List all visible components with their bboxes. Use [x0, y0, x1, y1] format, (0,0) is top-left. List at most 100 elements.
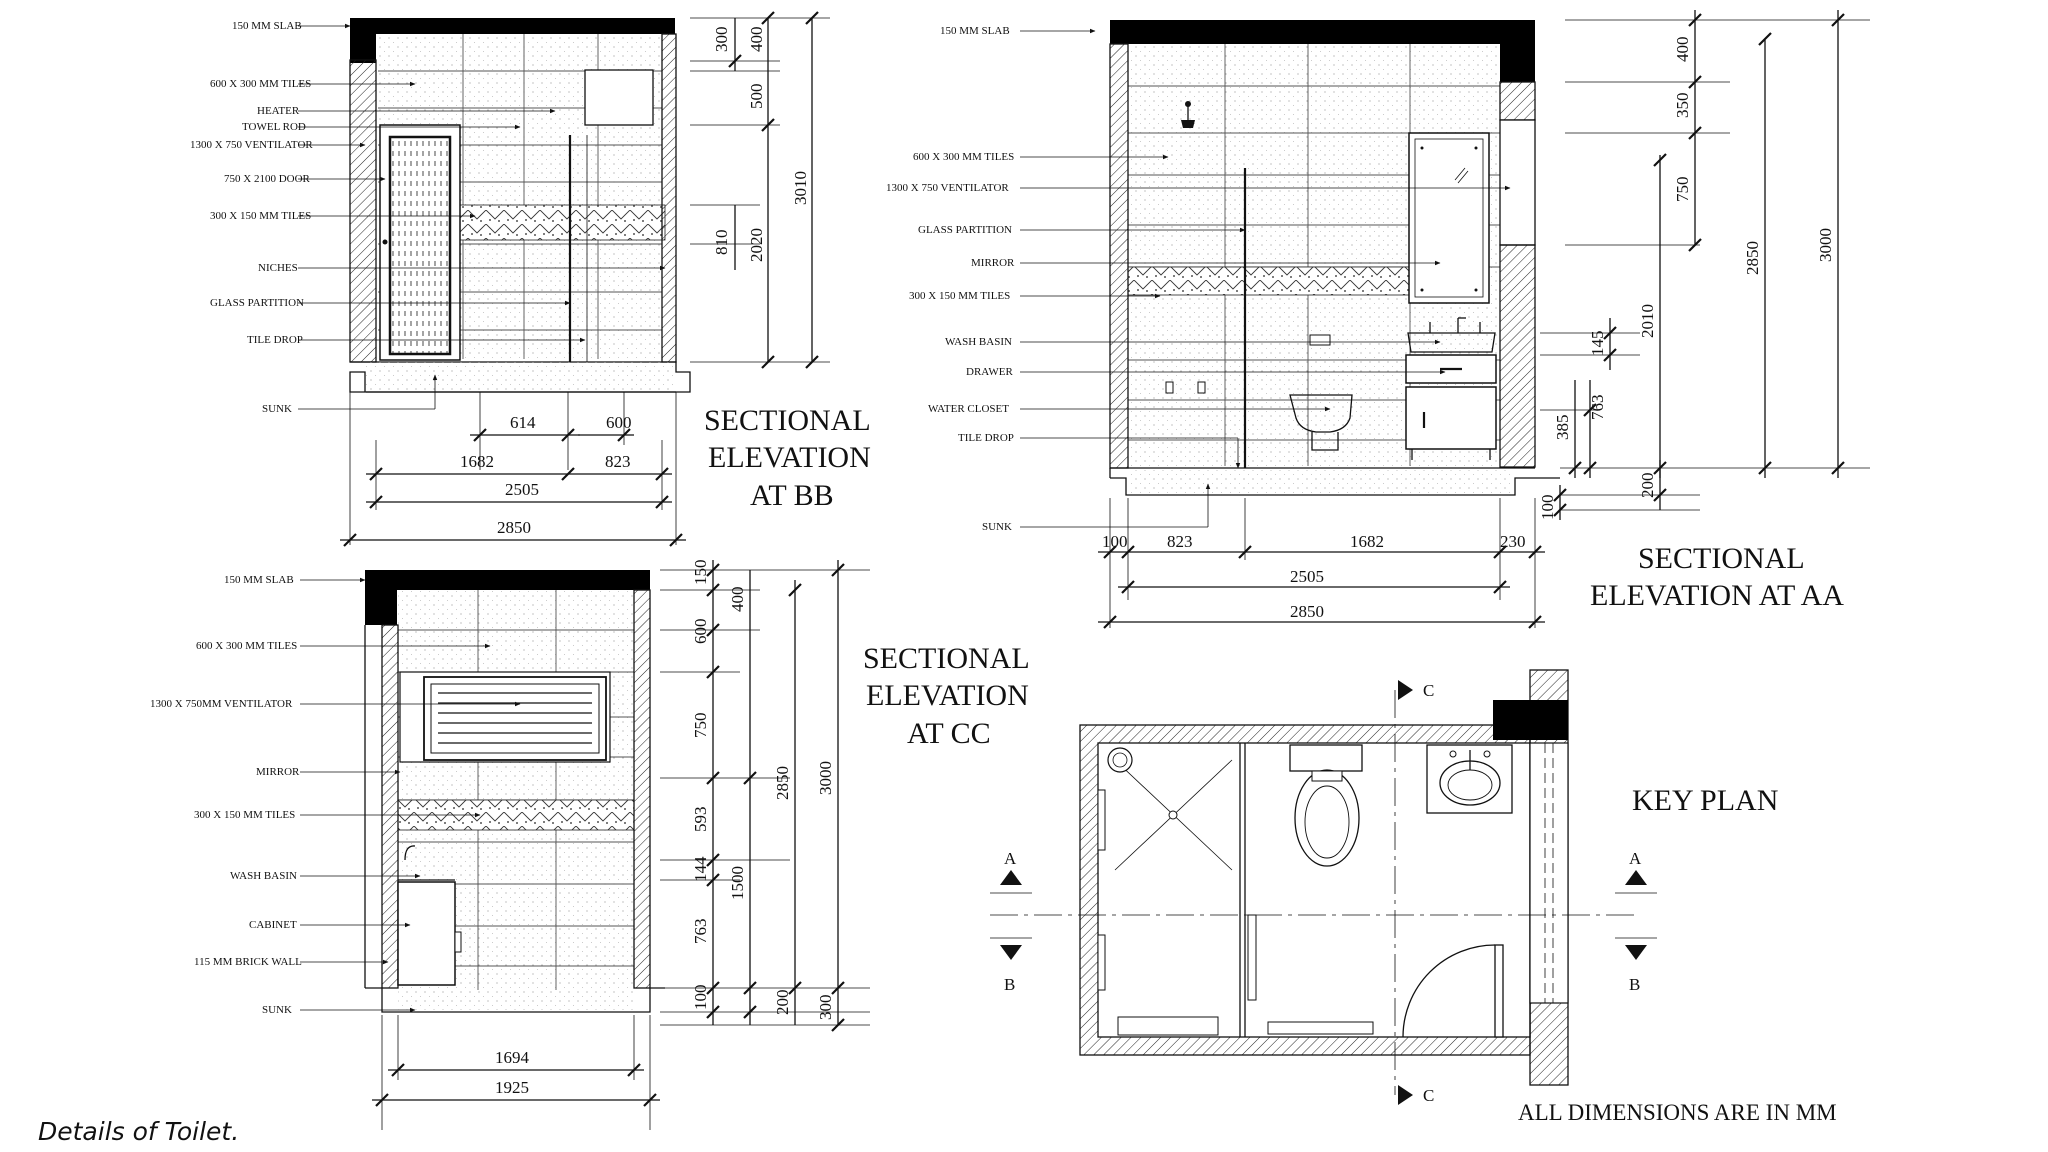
cc-title: SECTIONAL ELEVATION AT CC	[863, 642, 1030, 750]
cc-dim-400: 400	[728, 587, 747, 613]
aa-dim-h-230: 230	[1500, 532, 1526, 551]
aa-dim-200: 200	[1638, 473, 1657, 499]
bb-title: SECTIONAL ELEVATION AT BB	[704, 404, 871, 512]
cc-left-wall	[381, 624, 399, 989]
aa-vertical-dims	[1540, 10, 1870, 520]
aa-label-ventilator: 1300 X 750 VENTILATOR	[886, 182, 1009, 194]
aa-dim-350: 350	[1673, 93, 1692, 119]
cc-dim-300: 300	[816, 995, 835, 1021]
bb-dim-614: 614	[510, 413, 536, 432]
aa-label-tiles: 600 X 300 MM TILES	[913, 151, 1014, 163]
aa-slab	[1110, 20, 1535, 44]
cc-label-cabinet: CABINET	[249, 919, 297, 931]
key-plan	[990, 669, 1657, 1105]
aa-label-slab: 150 MM SLAB	[940, 25, 1010, 37]
cc-leaders	[300, 577, 521, 1013]
aa-dim-750: 750	[1673, 177, 1692, 203]
aa-mirror	[1408, 132, 1490, 304]
bb-label-tile-drop: TILE DROP	[247, 334, 303, 346]
cc-label-slab: 150 MM SLAB	[224, 574, 294, 586]
bb-dim-2850: 2850	[497, 518, 531, 537]
page-caption: Details of Toilet.	[38, 1117, 239, 1146]
kp-door	[1402, 944, 1504, 1038]
bb-label-glass: GLASS PARTITION	[210, 297, 304, 309]
cc-title-line-3: AT CC	[907, 717, 991, 750]
aa-label-group: 150 MM SLAB 600 X 300 MM TILES 1300 X 75…	[886, 25, 1015, 533]
aa-vanity	[1405, 317, 1497, 460]
cc-dim-1500: 1500	[728, 866, 747, 900]
aa-dim-145: 145	[1588, 331, 1607, 357]
bb-left-wall	[349, 59, 377, 363]
aa-dim-3000: 3000	[1816, 228, 1835, 262]
aa-dim-h-823: 823	[1167, 532, 1193, 551]
cc-dim-144: 144	[691, 856, 710, 882]
aa-border-tiles	[1127, 266, 1411, 296]
bb-dim-2505: 2505	[505, 480, 539, 499]
cc-dim-2850: 2850	[773, 766, 792, 800]
cc-right-wall	[633, 589, 651, 989]
aa-dim-h-1682: 1682	[1350, 532, 1384, 551]
bb-label-sunk: SUNK	[262, 403, 292, 415]
kp-wash-basin	[1426, 744, 1513, 814]
kp-shower	[1097, 747, 1233, 1036]
cc-dim-763: 763	[691, 919, 710, 945]
aa-water-closet	[1165, 334, 1353, 451]
bb-door-panel	[388, 135, 452, 356]
aa-left-wall	[1109, 43, 1129, 469]
cc-label-wash-basin: WASH BASIN	[230, 870, 297, 882]
kp-title: KEY PLAN	[1632, 784, 1778, 817]
cc-dim-750: 750	[691, 713, 710, 739]
bb-leaders	[298, 23, 666, 410]
cc-dim-100: 100	[691, 985, 710, 1011]
cc-title-line-1: SECTIONAL	[863, 642, 1030, 675]
aa-label-mirror: MIRROR	[971, 257, 1015, 269]
aa-shower-head	[1181, 101, 1195, 128]
bb-right-wall	[661, 33, 677, 363]
cc-dim-h-1694: 1694	[495, 1048, 530, 1067]
aa-dim-h-2505: 2505	[1290, 567, 1324, 586]
bb-title-line-3: AT BB	[750, 479, 834, 512]
bb-label-towel-rod: TOWEL ROD	[242, 121, 306, 133]
bb-label-group: 150 MM SLAB 600 X 300 MM TILES HEATER TO…	[190, 20, 313, 415]
aa-dim-763: 763	[1588, 395, 1607, 421]
bb-label-heater: HEATER	[257, 105, 300, 117]
cc-dim-600: 600	[691, 619, 710, 645]
aa-label-glass: GLASS PARTITION	[918, 224, 1012, 236]
kp-water-closet	[1289, 744, 1363, 867]
aa-label-tile-drop: TILE DROP	[958, 432, 1014, 444]
aa-title-line-1: SECTIONAL	[1638, 542, 1805, 575]
aa-title-line-2: ELEVATION AT AA	[1590, 579, 1844, 612]
aa-dim-385: 385	[1553, 415, 1572, 441]
aa-label-drawer: DRAWER	[966, 366, 1013, 378]
aa-dim-h-100: 100	[1102, 532, 1128, 551]
bb-label-door: 750 X 2100 DOOR	[224, 173, 311, 185]
cc-dim-200: 200	[773, 990, 792, 1016]
aa-label-sunk: SUNK	[982, 521, 1012, 533]
bb-dim-810: 810	[712, 230, 731, 256]
bb-dim-400: 400	[747, 27, 766, 53]
bb-title-line-1: SECTIONAL	[704, 404, 871, 437]
cc-label-ventilator: 1300 X 750MM VENTILATOR	[150, 698, 293, 710]
cc-dim-593: 593	[691, 807, 710, 833]
aa-dim-h-2850: 2850	[1290, 602, 1324, 621]
kp-marker-c-top: C	[1423, 681, 1434, 700]
section-cc: 150 400 600 750 593 144 763 100 1500 200…	[300, 560, 870, 1130]
cc-basin-cabinet	[397, 845, 462, 986]
aa-label-border-tiles: 300 X 150 MM TILES	[909, 290, 1010, 302]
kp-marker-a-right: A	[1629, 849, 1642, 868]
cc-label-group: 150 MM SLAB 600 X 300 MM TILES 1300 X 75…	[150, 574, 302, 1016]
kp-marker-c-bottom: C	[1423, 1086, 1434, 1105]
aa-dim-100: 100	[1538, 495, 1557, 521]
aa-label-water-closet: WATER CLOSET	[928, 403, 1009, 415]
bb-dim-300: 300	[712, 27, 731, 53]
kp-marker-a-left: A	[1004, 849, 1017, 868]
kp-column	[1493, 700, 1568, 740]
aa-dim-2850: 2850	[1743, 241, 1762, 275]
bb-label-tiles: 600 X 300 MM TILES	[210, 78, 311, 90]
cc-dim-3000: 3000	[816, 761, 835, 795]
kp-marker-b-right: B	[1629, 975, 1640, 994]
cc-dim-h-1925: 1925	[495, 1078, 529, 1097]
cc-label-mirror: MIRROR	[256, 766, 300, 778]
bb-vertical-dims	[690, 11, 830, 369]
